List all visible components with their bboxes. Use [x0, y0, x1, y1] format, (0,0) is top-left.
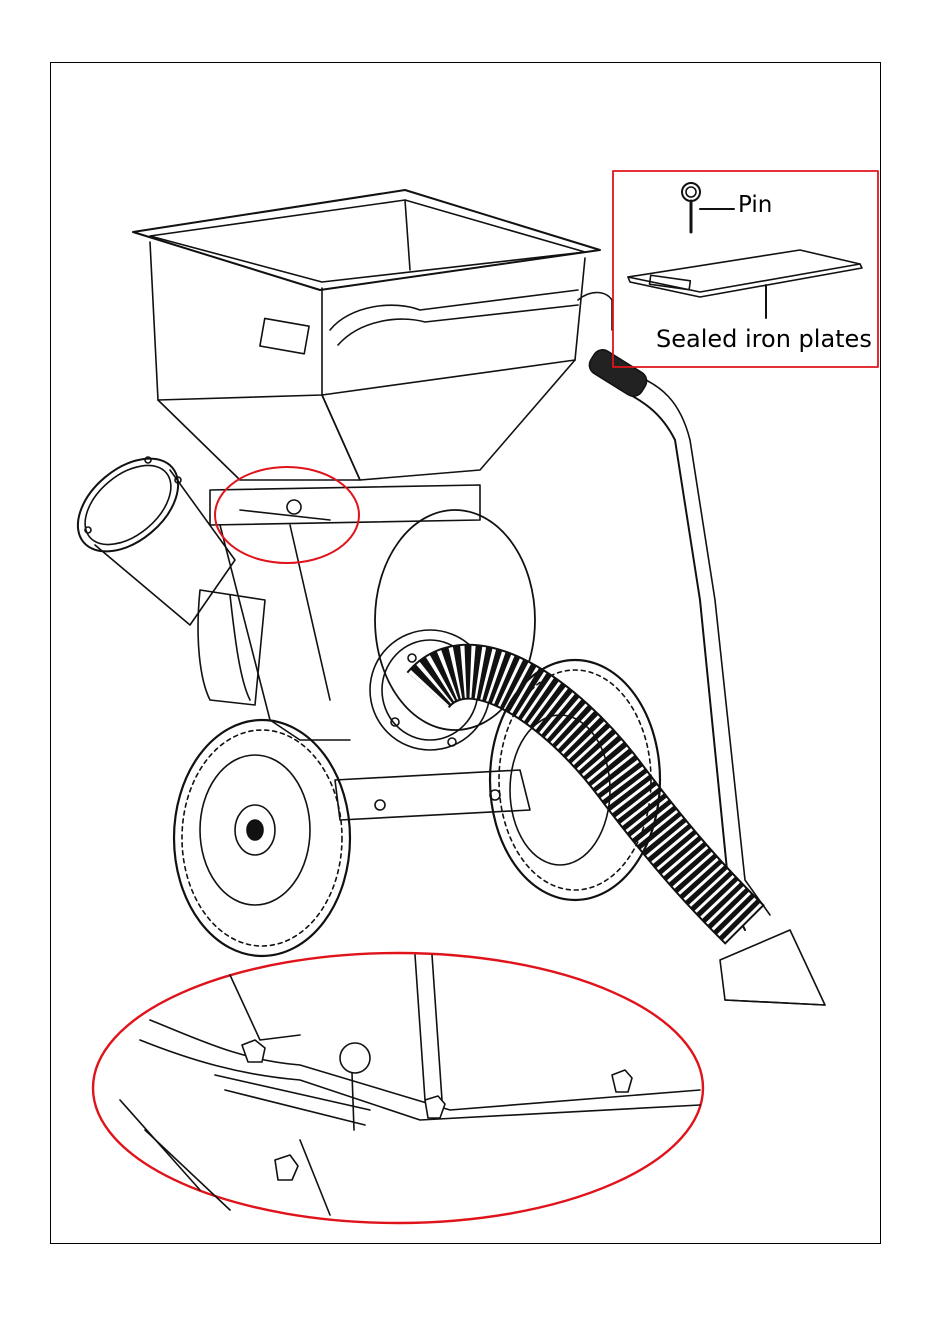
sealed-iron-plate-icon	[628, 250, 862, 318]
wheel-left	[174, 720, 350, 956]
discharge-chute	[60, 440, 235, 625]
sealed-iron-plates-label: Sealed iron plates	[656, 325, 872, 353]
detail-callout-small	[215, 467, 359, 563]
suction-hose	[428, 672, 825, 1005]
handle-grip	[586, 346, 651, 400]
detail-zoom-ellipse	[93, 953, 703, 1223]
pin-label: Pin	[738, 192, 772, 218]
hopper	[133, 190, 600, 480]
pin-icon	[682, 183, 734, 232]
